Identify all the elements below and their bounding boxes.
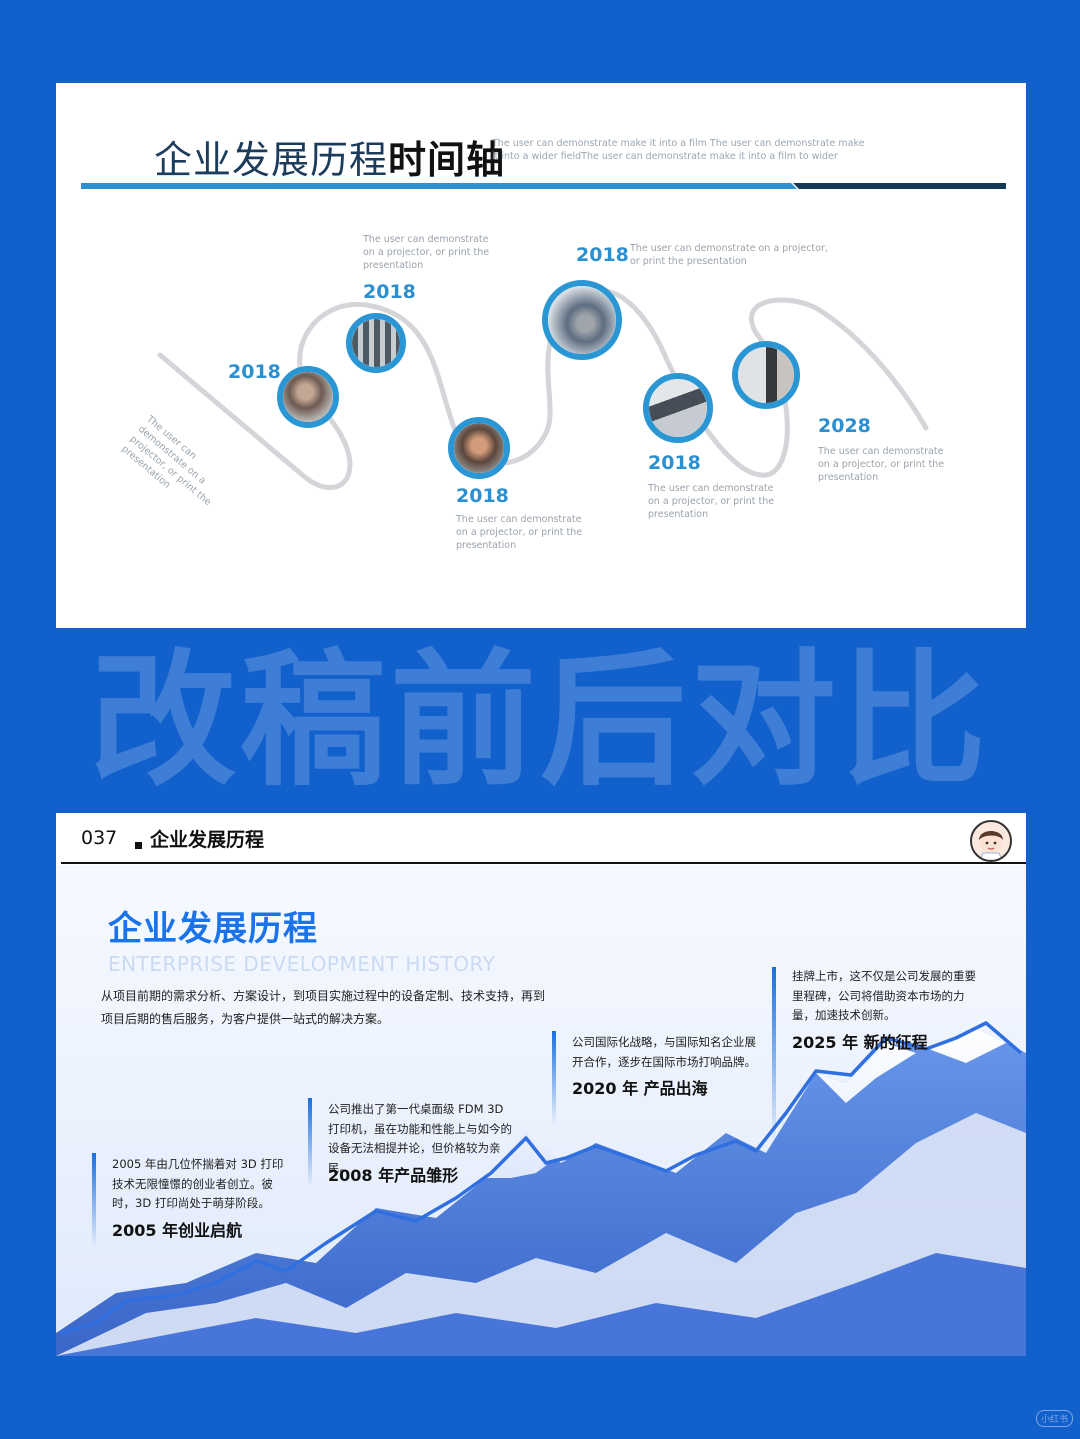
watermark: 小红书 bbox=[1036, 1410, 1074, 1427]
event-photo-5 bbox=[643, 373, 713, 443]
event-year-2: 2018 bbox=[363, 281, 416, 303]
event-caption-5: The user can demonstrate on a projector,… bbox=[648, 483, 775, 520]
event-caption-2: The user can demonstrate on a projector,… bbox=[363, 234, 490, 271]
event-photo-4 bbox=[542, 280, 622, 360]
milestone-heading: 2008 年产品雏形 bbox=[328, 1166, 459, 1185]
page-header: 企业发展历程 bbox=[150, 829, 265, 851]
after-slide-title-en: ENTERPRISE DEVELOPMENT HISTORY bbox=[108, 952, 496, 976]
mountain-illustration bbox=[56, 1021, 1026, 1356]
event-year-1: 2018 bbox=[228, 361, 281, 383]
title-part1: 企业发展历程 bbox=[154, 138, 389, 182]
after-slide: 037 企业发展历程 企业发展历程 ENTERPRISE DEVELOPMENT… bbox=[56, 813, 1026, 1356]
milestone-text: 公司推出了第一代桌面级 FDM 3D 打印机，虽在功能和性能上与如今的设备无法相… bbox=[328, 1102, 512, 1175]
before-slide-subtitle: The user can demonstrate make it into a … bbox=[492, 138, 865, 162]
milestone-text: 2005 年由几位怀揣着对 3D 打印技术无限憧憬的创业者创立。彼时，3D 打印… bbox=[112, 1157, 284, 1210]
event-caption-4: The user can demonstrate on a projector,… bbox=[630, 243, 828, 267]
after-slide-description: 从项目前期的需求分析、方案设计，到项目实施过程中的设备定制、技术支持，再到项目后… bbox=[101, 989, 546, 1026]
before-slide-title: 企业发展历程时间轴 bbox=[154, 129, 505, 184]
header-square bbox=[135, 842, 142, 849]
event-year-4: 2018 bbox=[576, 244, 629, 266]
before-slide: 企业发展历程时间轴 The user can demonstrate make … bbox=[56, 83, 1026, 628]
compare-banner: 改稿前后对比 bbox=[90, 636, 990, 806]
title-rule bbox=[81, 183, 1006, 189]
title-part2: 时间轴 bbox=[388, 138, 506, 182]
milestone-text: 挂牌上市，这不仅是公司发展的重要里程碑，公司将借助资本市场的力量，加速技术创新。 bbox=[792, 969, 976, 1022]
avatar bbox=[970, 820, 1012, 862]
event-caption-3: The user can demonstrate on a projector,… bbox=[456, 514, 583, 551]
milestone-heading: 2025 年 新的征程 bbox=[792, 1033, 928, 1052]
event-photo-1 bbox=[277, 366, 339, 428]
event-photo-6 bbox=[732, 341, 800, 409]
page-number: 037 bbox=[81, 827, 118, 849]
milestone-heading: 2005 年创业启航 bbox=[112, 1221, 243, 1240]
event-caption-6: The user can demonstrate on a projector,… bbox=[818, 446, 945, 483]
milestone-text: 公司国际化战略，与国际知名企业展开合作，逐步在国际市场打响品牌。 bbox=[572, 1035, 756, 1069]
milestone-heading: 2020 年 产品出海 bbox=[572, 1079, 708, 1098]
event-year-5: 2018 bbox=[648, 452, 701, 474]
event-photo-3 bbox=[448, 417, 510, 479]
event-year-3: 2018 bbox=[456, 485, 509, 507]
event-photo-2 bbox=[346, 313, 406, 373]
after-slide-title: 企业发展历程 bbox=[108, 909, 318, 949]
event-year-6: 2028 bbox=[818, 415, 871, 437]
header-divider bbox=[61, 862, 1026, 864]
